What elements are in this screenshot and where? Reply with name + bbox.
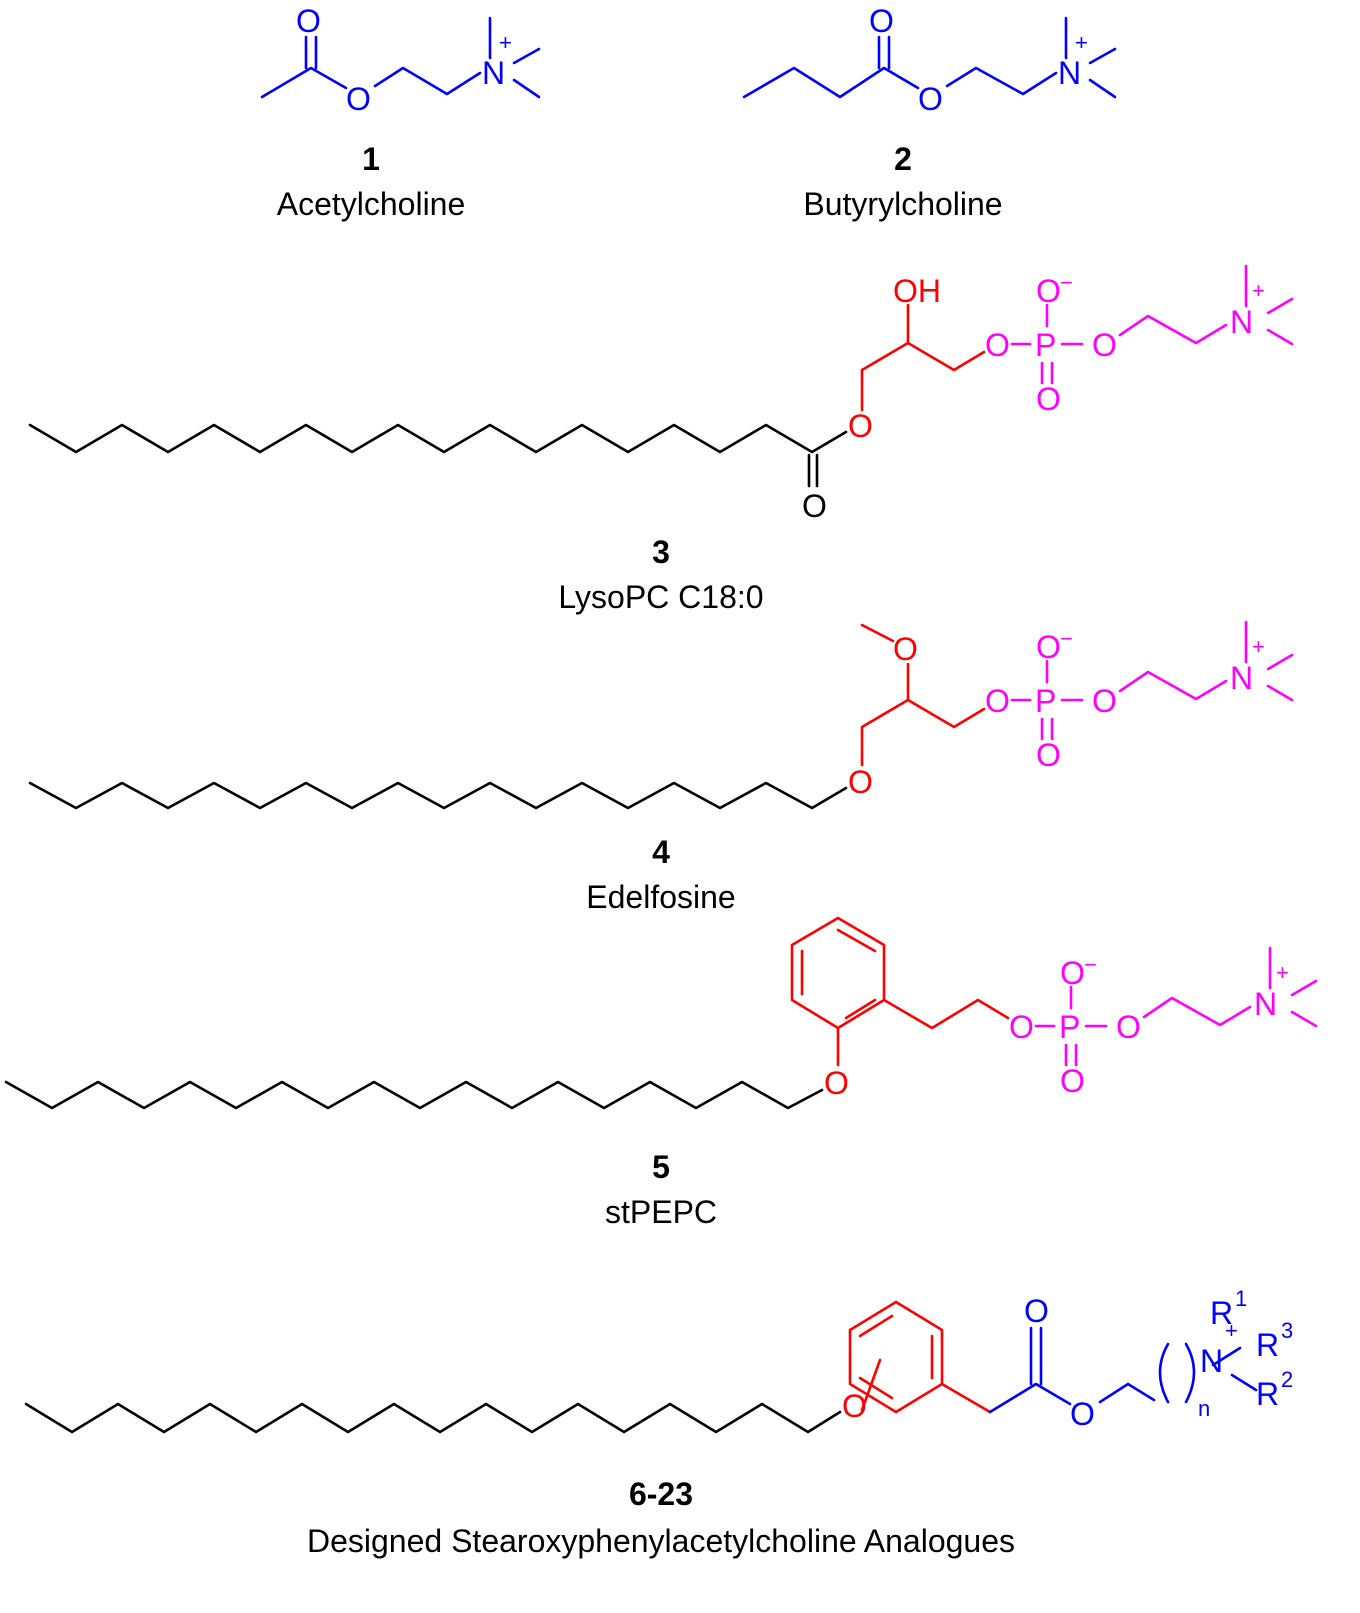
analogues-acetylcholine-bonds bbox=[988, 1346, 1258, 1414]
edelfosine-phosphorus: P bbox=[1035, 683, 1056, 719]
structure-lysopc: O O OH O P O O − O N + 3 LysoPC C18:0 bbox=[28, 264, 1294, 615]
stpepc-anion-charge: − bbox=[1084, 952, 1097, 977]
edelfosine-glycerol bbox=[860, 623, 986, 767]
stpepc-benzene-ring bbox=[790, 916, 1010, 1067]
edelfosine-phosphate-oxygen-2: O bbox=[1092, 683, 1117, 719]
stpepc-phosphate-oxygen-anion: O bbox=[1060, 955, 1085, 991]
butyrylcholine-bonds bbox=[742, 16, 1117, 99]
analogues-cation-charge: + bbox=[1225, 1318, 1238, 1343]
analogues-ester-oxygen: O bbox=[1070, 1396, 1095, 1432]
analogues-nitrogen: N bbox=[1200, 1343, 1223, 1379]
butyrylcholine-nitrogen: N bbox=[1058, 55, 1081, 91]
compound-6-23-number: 6-23 bbox=[629, 1476, 693, 1512]
lysopc-carbonyl-oxygen: O bbox=[802, 488, 827, 524]
compound-1-number: 1 bbox=[362, 141, 380, 177]
structure-analogues: O O O n N + R 1 R 3 R 2 6-23 Designed St… bbox=[24, 1286, 1293, 1559]
edelfosine-phosphate-oxygen-1: O bbox=[985, 683, 1010, 719]
stpepc-cation-charge: + bbox=[1276, 960, 1289, 985]
structure-butyrylcholine: O O N + 2 Butyrylcholine bbox=[742, 3, 1117, 222]
stpepc-phosphate-oxygen-2: O bbox=[1116, 1009, 1141, 1045]
analogues-r2: R bbox=[1256, 1376, 1279, 1412]
compound-6-23-name: Designed Stearoxyphenylacetylcholine Ana… bbox=[307, 1523, 1015, 1559]
structure-edelfosine: O O O P O O − O N + 4 Edelfosine bbox=[28, 620, 1294, 915]
compound-3-number: 3 bbox=[652, 534, 670, 570]
edelfosine-anion-charge: − bbox=[1060, 626, 1073, 651]
lysopc-cation-charge: + bbox=[1252, 278, 1265, 303]
acetylcholine-carbonyl-oxygen: O bbox=[296, 3, 321, 39]
stpepc-aromatic-double-bonds bbox=[800, 928, 877, 1020]
stpepc-phosphate-oxygen-double: O bbox=[1060, 1063, 1085, 1099]
lysopc-alkyl-chain bbox=[28, 423, 848, 454]
butyrylcholine-ester-oxygen: O bbox=[918, 81, 943, 117]
stpepc-phosphorus: P bbox=[1059, 1009, 1080, 1045]
butyrylcholine-carbonyl-oxygen: O bbox=[869, 3, 894, 39]
butyrylcholine-charge: + bbox=[1075, 30, 1088, 55]
compound-2-name: Butyrylcholine bbox=[803, 186, 1002, 222]
analogues-r1: R bbox=[1210, 1295, 1233, 1331]
lysopc-nitrogen: N bbox=[1230, 304, 1253, 340]
lysopc-phosphate-oxygen-anion: O bbox=[1036, 273, 1061, 309]
edelfosine-alkyl-chain bbox=[28, 781, 848, 810]
acetylcholine-charge: + bbox=[499, 30, 512, 55]
acetylcholine-nitrogen: N bbox=[482, 55, 505, 91]
edelfosine-nitrogen: N bbox=[1230, 660, 1253, 696]
butyrylcholine-carbonyl bbox=[877, 35, 891, 70]
analogues-carbonyl bbox=[1029, 1326, 1043, 1386]
edelfosine-methoxy-oxygen: O bbox=[893, 631, 918, 667]
analogues-benzene-ring bbox=[848, 1300, 992, 1414]
lysopc-anion-charge: − bbox=[1060, 270, 1073, 295]
structure-stpepc: O O P O O − O N + 5 stPEPC bbox=[4, 916, 1318, 1230]
structure-acetylcholine: O O N + 1 Acetylcholine bbox=[260, 3, 541, 222]
analogues-r3: R bbox=[1256, 1327, 1279, 1363]
analogues-variable-attachment bbox=[860, 1358, 882, 1412]
lysopc-phosphate-bonds bbox=[1010, 264, 1294, 385]
analogues-repeat-brackets bbox=[1158, 1342, 1196, 1404]
edelfosine-phosphate-oxygen-double: O bbox=[1036, 737, 1061, 773]
lysopc-phosphate-oxygen-2: O bbox=[1092, 327, 1117, 363]
lysopc-phosphate-oxygen-1: O bbox=[985, 327, 1010, 363]
analogues-r3-superscript: 3 bbox=[1281, 1318, 1293, 1343]
analogues-repeat-n: n bbox=[1198, 1396, 1210, 1421]
stpepc-phosphate-oxygen-1: O bbox=[1009, 1009, 1034, 1045]
stpepc-phosphate-bonds bbox=[1034, 946, 1318, 1067]
compound-4-name: Edelfosine bbox=[586, 879, 735, 915]
lysopc-phosphorus: P bbox=[1035, 327, 1056, 363]
edelfosine-cation-charge: + bbox=[1252, 634, 1265, 659]
analogues-ether-oxygen: O bbox=[842, 1388, 867, 1424]
analogues-r2-superscript: 2 bbox=[1281, 1367, 1293, 1392]
compound-1-name: Acetylcholine bbox=[277, 186, 466, 222]
stpepc-nitrogen: N bbox=[1254, 986, 1277, 1022]
compound-2-number: 2 bbox=[894, 141, 912, 177]
compound-5-name: stPEPC bbox=[605, 1194, 717, 1230]
analogues-r1-superscript: 1 bbox=[1235, 1286, 1247, 1311]
acetylcholine-carbonyl bbox=[304, 35, 318, 70]
analogues-carbonyl-oxygen: O bbox=[1024, 1293, 1049, 1329]
lysopc-carbonyl bbox=[807, 453, 819, 488]
lysopc-phosphate-oxygen-double: O bbox=[1036, 381, 1061, 417]
acetylcholine-ester-oxygen: O bbox=[346, 81, 371, 117]
acetylcholine-bonds bbox=[260, 16, 541, 99]
lysopc-glycerol-ether-oxygen: O bbox=[848, 408, 873, 444]
compound-3-name: LysoPC C18:0 bbox=[558, 579, 763, 615]
lysopc-hydroxyl: OH bbox=[893, 273, 941, 309]
stpepc-ether-oxygen: O bbox=[824, 1065, 849, 1101]
compound-5-number: 5 bbox=[652, 1149, 670, 1185]
edelfosine-glycerol-ether-oxygen: O bbox=[848, 764, 873, 800]
analogues-alkyl-chain bbox=[24, 1402, 842, 1434]
analogues-aromatic-double-bonds bbox=[858, 1314, 934, 1400]
compound-4-number: 4 bbox=[652, 834, 670, 870]
stpepc-alkyl-chain bbox=[4, 1080, 824, 1110]
edelfosine-phosphate-bonds bbox=[1010, 620, 1294, 741]
lysopc-glycerol bbox=[860, 303, 986, 412]
edelfosine-phosphate-oxygen-anion: O bbox=[1036, 629, 1061, 665]
